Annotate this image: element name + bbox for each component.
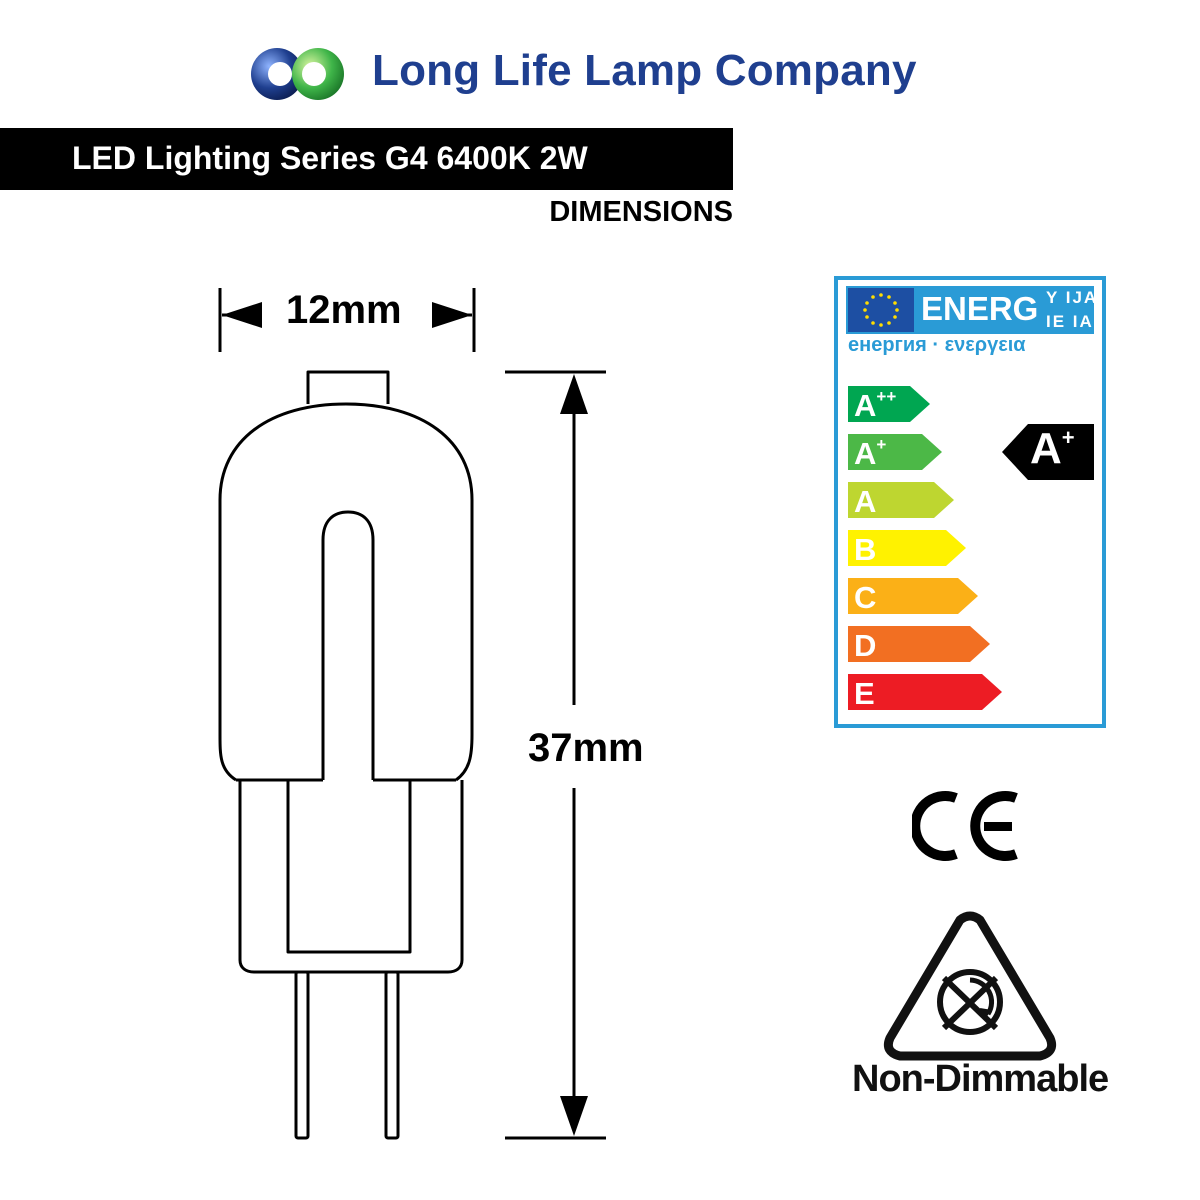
energy-label-languages: енергия · ενεργεια	[848, 334, 1026, 356]
class-label-e: E	[854, 676, 875, 711]
dimensions-heading: DIMENSIONS	[549, 196, 733, 228]
length-arrow-top	[560, 374, 588, 414]
energy-label-suffix-top: Y IJA	[1046, 288, 1099, 307]
lamp-dimension-drawing	[218, 288, 606, 1140]
lamp-pin-left	[294, 970, 310, 1140]
rated-class-label: A+	[1030, 424, 1075, 473]
lamp-inner-slot	[321, 510, 375, 780]
class-label-a-plus-plus: A++	[854, 387, 897, 423]
ce-mark-icon	[912, 791, 1018, 861]
class-label-c: C	[854, 580, 877, 615]
class-label-b: B	[854, 532, 877, 567]
width-arrow-right	[432, 302, 472, 328]
company-logo-icon	[251, 48, 344, 100]
class-arrow-a	[848, 482, 954, 518]
non-dimmable-icon	[883, 911, 1057, 1061]
class-arrow-a-plus	[848, 434, 942, 470]
rated-class-marker	[1002, 424, 1094, 480]
width-dimension-label: 12mm	[286, 288, 402, 332]
lamp-top-tab	[306, 370, 390, 404]
series-title: LED Lighting Series G4 6400K 2W	[72, 140, 588, 176]
energy-label	[834, 276, 1106, 728]
class-arrow-c	[848, 578, 978, 614]
lamp-base-outline	[238, 780, 464, 974]
length-arrow-bottom	[560, 1096, 588, 1136]
class-label-a: A	[854, 484, 877, 519]
lamp-body-outline	[218, 402, 474, 782]
width-arrow-left	[222, 302, 262, 328]
class-arrow-a-plus-plus	[848, 386, 930, 422]
length-dimension-label: 37mm	[528, 724, 644, 773]
class-arrow-b	[848, 530, 966, 566]
non-dimmable-label: Non-Dimmable	[852, 1058, 1109, 1100]
company-name: Long Life Lamp Company	[372, 46, 917, 95]
class-label-a-plus: A+	[854, 435, 887, 471]
lamp-base-inner	[286, 780, 412, 954]
class-arrow-d	[848, 626, 990, 662]
lamp-pin-right	[384, 970, 400, 1140]
energy-label-suffix-bottom: IE IA	[1046, 312, 1094, 331]
class-label-d: D	[854, 628, 877, 663]
class-arrow-e	[848, 674, 1002, 710]
energy-label-title: ENERG	[921, 290, 1039, 327]
series-title-bar: LED Lighting Series G4 6400K 2W	[0, 128, 733, 190]
